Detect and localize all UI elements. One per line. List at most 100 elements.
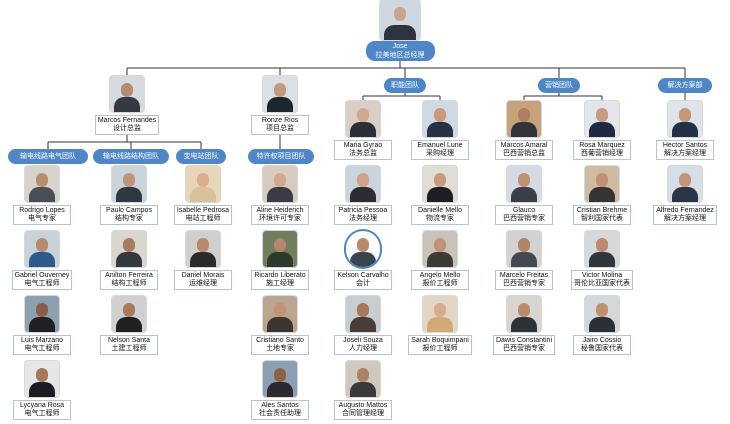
team-pill-substation: 变电站团队 xyxy=(176,149,226,164)
person-title: 法务总监 xyxy=(349,150,377,157)
person-label: Maria Gyrao 法务总监 xyxy=(334,140,392,160)
person-name: Gabriel Ouverney xyxy=(14,272,70,279)
person-title: 物流专家 xyxy=(426,215,454,222)
person-photo xyxy=(112,296,146,332)
person-photo xyxy=(423,296,457,332)
person-name: Cristiano Santo xyxy=(256,337,304,344)
person-title: 会计 xyxy=(356,280,370,287)
person-title: 电气工程师 xyxy=(24,345,60,352)
person-photo xyxy=(346,166,380,202)
person-title: 土地专家 xyxy=(266,345,294,352)
person-photo xyxy=(507,101,541,137)
person-title: 合同管理经理 xyxy=(342,410,384,417)
person-label: Emanuel Lune 采购经理 xyxy=(411,140,469,160)
person-title: 项目总监 xyxy=(266,125,294,132)
person-title: 运维经理 xyxy=(189,280,217,287)
person-title: 报价工程师 xyxy=(422,280,458,287)
person-title: 哥伦比亚国家代表 xyxy=(574,280,630,287)
person-title: 采购经理 xyxy=(426,150,454,157)
team-pill-concession: 特许权项目团队 xyxy=(248,149,314,164)
person-photo xyxy=(507,166,541,202)
person-name: Hector Santos xyxy=(662,142,708,149)
person-name: Luis Marzano xyxy=(20,337,64,344)
person-photo xyxy=(585,166,619,202)
person-photo xyxy=(668,166,702,202)
person-name: Kelson Carvalho xyxy=(337,272,389,279)
person-title: 法务经理 xyxy=(349,215,377,222)
person-name: Sarah Boquimpani xyxy=(411,337,469,344)
person-title: 电气工程师 xyxy=(24,280,60,287)
person-photo xyxy=(25,296,59,332)
person-card: Marcos Fernandes 设计总监 xyxy=(91,76,163,135)
person-title: 西葡营销经理 xyxy=(581,150,623,157)
team-pill-tl-electrical: 输电线路电气团队 xyxy=(8,149,88,164)
person-name: Victor Molina xyxy=(581,272,623,279)
person-photo xyxy=(25,231,59,267)
person-photo xyxy=(423,166,457,202)
person-title: 结构工程师 xyxy=(111,280,147,287)
person-photo xyxy=(507,231,541,267)
ceo-node: Jose 拉美地区总经理 xyxy=(358,0,442,61)
ceo-title: 拉美地区总经理 xyxy=(375,52,425,59)
person-name: Danielle Mello xyxy=(418,207,462,214)
person-name: Maria Gyrao xyxy=(343,142,383,149)
person-title: 秘鲁国家代表 xyxy=(581,345,623,352)
person-photo xyxy=(186,166,220,202)
person-title: 电气工程师 xyxy=(24,410,60,417)
person-name: Daniel Morais xyxy=(181,272,225,279)
person-title: 解决方案经理 xyxy=(664,215,706,222)
person-name: Cristian Brehme xyxy=(576,207,628,214)
person-name: Marcos Amaral xyxy=(500,142,548,149)
person-photo xyxy=(263,296,297,332)
person-name: Jairo Cossio xyxy=(582,337,622,344)
person-photo xyxy=(25,166,59,202)
person-title: 土建工程师 xyxy=(111,345,147,352)
person-photo xyxy=(346,231,380,267)
person-photo xyxy=(585,101,619,137)
person-title: 设计总监 xyxy=(112,125,141,132)
person-photo xyxy=(346,361,380,397)
person-photo xyxy=(585,231,619,267)
person-card: Emanuel Lune 采购经理 xyxy=(404,101,476,160)
person-title: 巴西营销总监 xyxy=(503,150,545,157)
person-title: 环境许可专家 xyxy=(259,215,301,222)
person-title: 巴西营销专家 xyxy=(503,215,545,222)
person-title: 解决方案经理 xyxy=(664,150,706,157)
person-name: Rodrigo Lopes xyxy=(19,207,65,214)
person-label: Marcos Fernandes 设计总监 xyxy=(94,115,160,135)
person-photo xyxy=(423,231,457,267)
person-name: Ricardo Liberato xyxy=(254,272,306,279)
person-name: Lycyana Rosa xyxy=(19,402,65,409)
